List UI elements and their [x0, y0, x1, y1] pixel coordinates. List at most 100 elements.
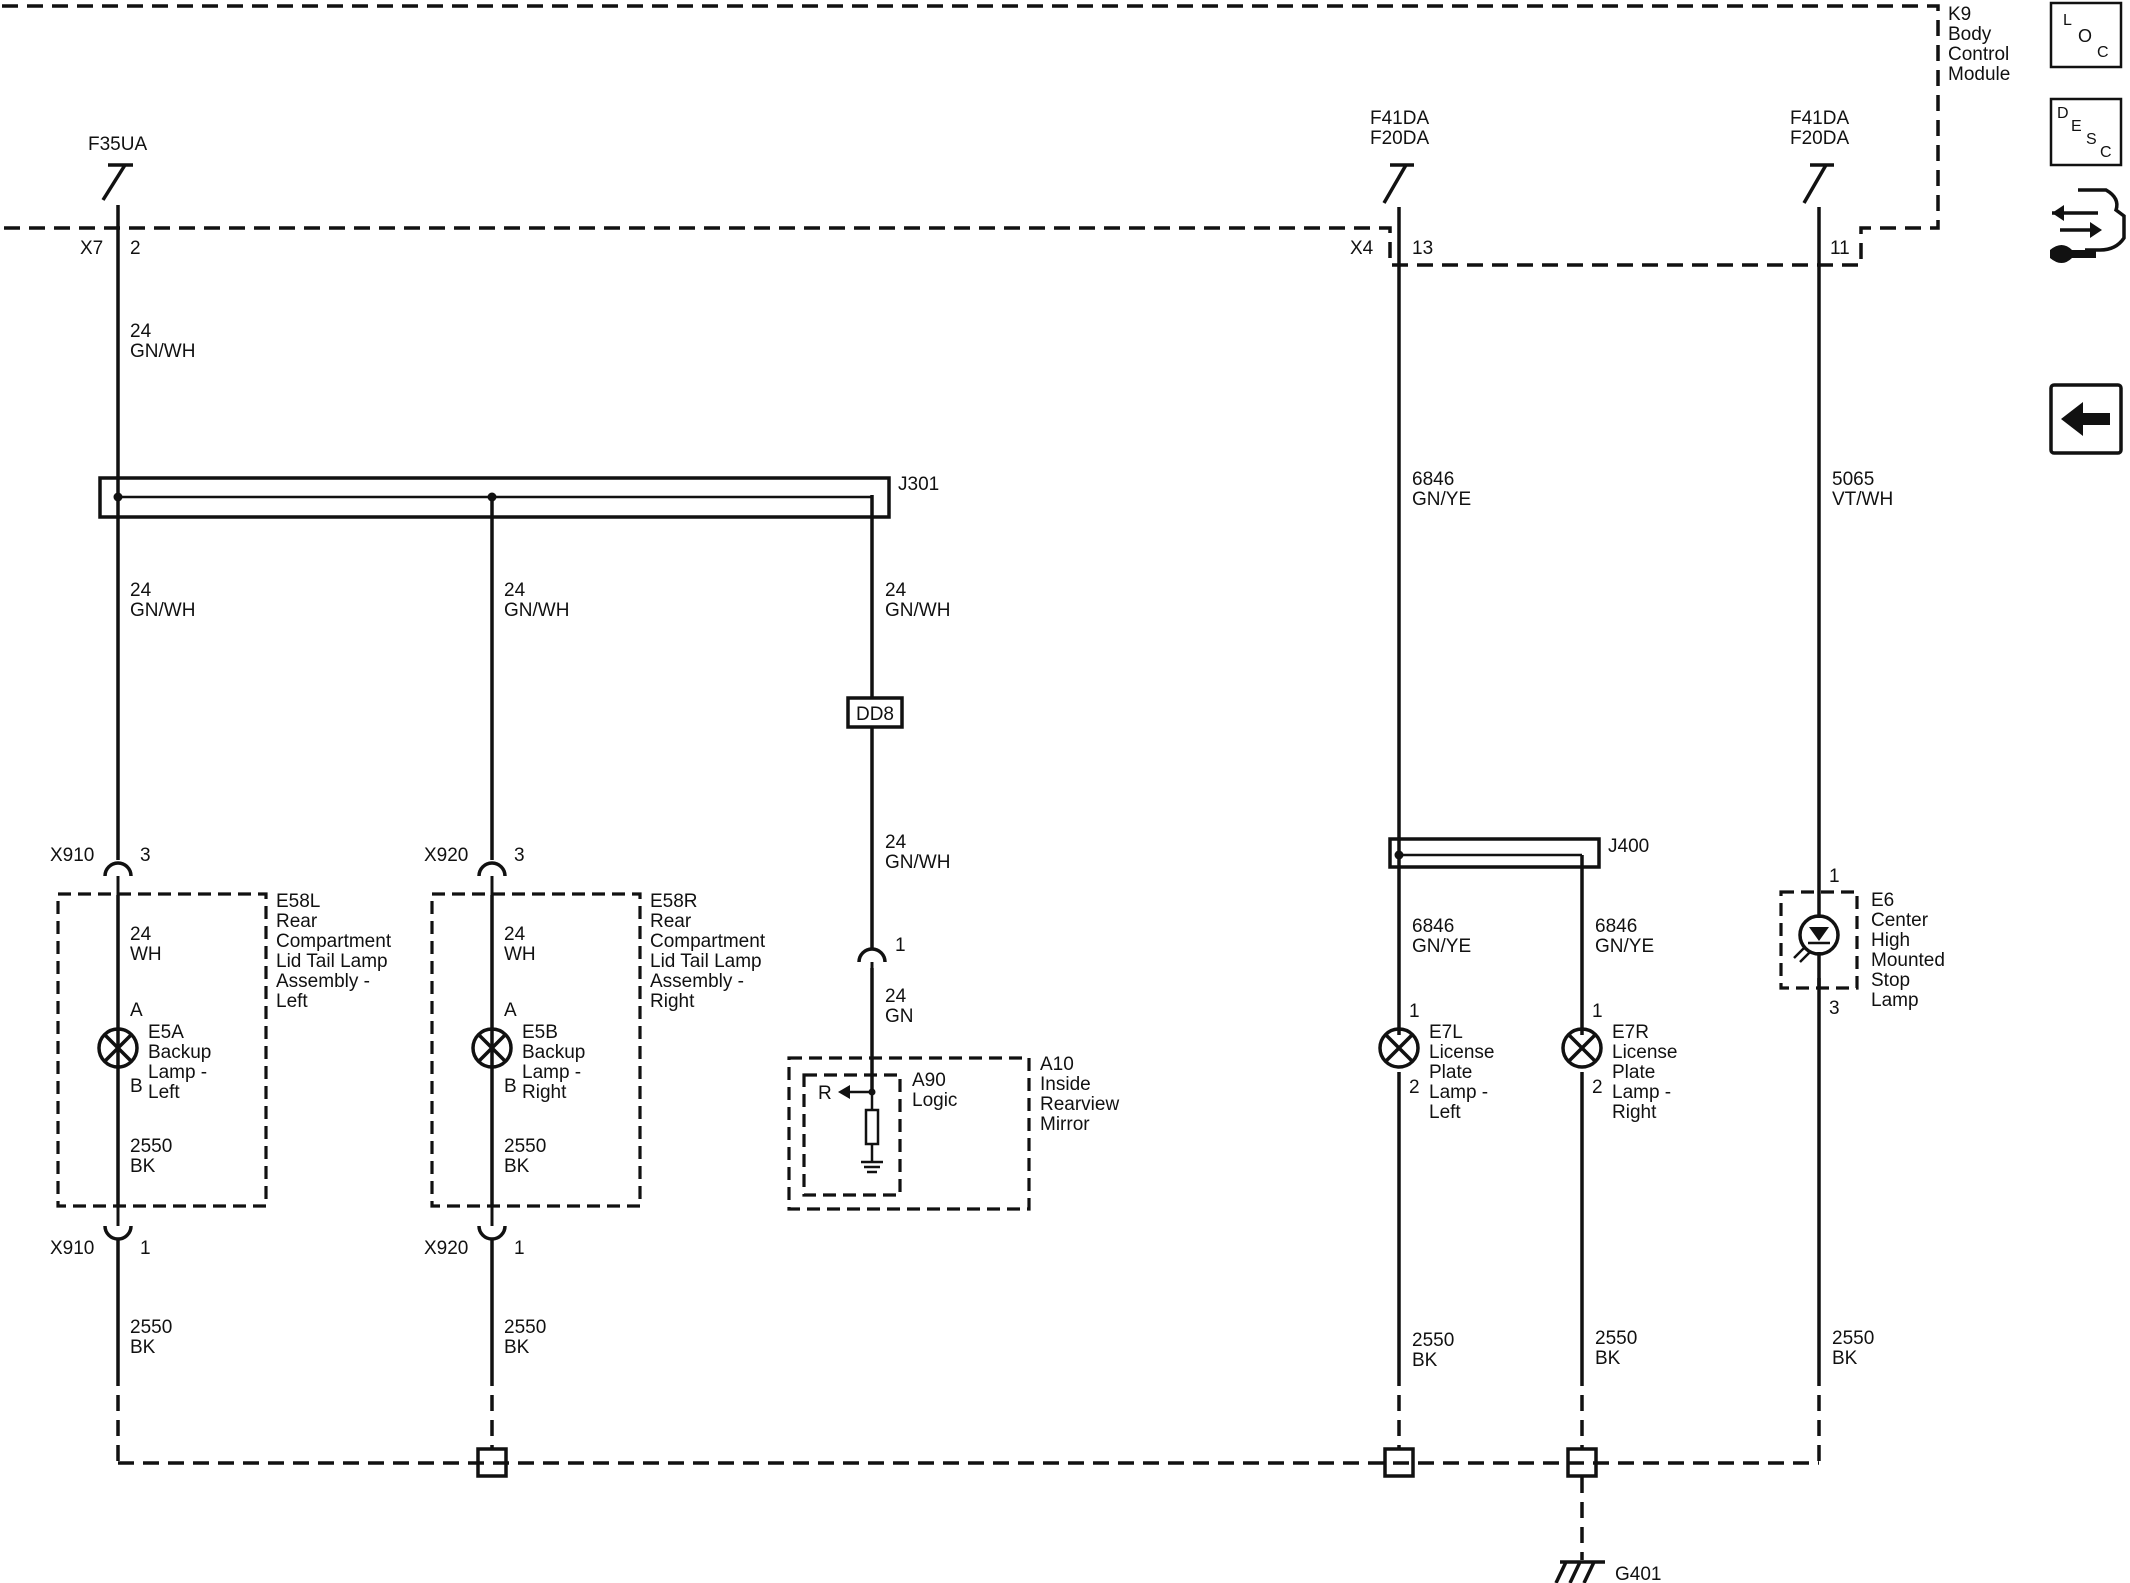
splice-label: J400 [1608, 836, 1649, 857]
inline-connector-label: DD8 [856, 704, 894, 725]
connector-pin: 3 [140, 845, 151, 866]
back-button[interactable] [2049, 383, 2123, 455]
pin-label: 2 [1592, 1077, 1603, 1098]
connector-name: X910 [50, 845, 94, 866]
splice-j400: J400 [1388, 836, 1649, 869]
description-letter: C [2100, 144, 2112, 161]
connector-x910-1: X910 1 [50, 1205, 151, 1259]
location-letter: L [2063, 12, 2072, 29]
connector-label: X4 [1350, 238, 1374, 259]
pin-label: 1 [1409, 1001, 1420, 1022]
description-letter: S [2086, 131, 2097, 148]
wire-runs [116, 205, 1821, 1370]
pin-label: 1 [1829, 866, 1840, 887]
connector-name: X920 [424, 1238, 468, 1259]
pin-label: 2 [130, 238, 141, 259]
ground-g401: G401 [1554, 1560, 1661, 1583]
connector-wrench-icon [2050, 188, 2126, 263]
connector-label: X7 [80, 238, 103, 259]
connector-a10-1: 1 [857, 935, 906, 980]
bcm-boundary [2, 4, 1940, 267]
description-letter: D [2057, 105, 2069, 122]
pin-label: B [504, 1076, 517, 1097]
connector-name: X910 [50, 1238, 94, 1259]
connector-view-button[interactable] [2050, 188, 2126, 263]
pin-label: 3 [1829, 998, 1840, 1019]
location-button[interactable]: L O C [2049, 1, 2123, 69]
bcm-name: K9 [1948, 4, 1971, 25]
connector-pin: 1 [514, 1238, 525, 1259]
location-letter: O [2078, 26, 2092, 46]
arrow-left-icon [2061, 402, 2110, 436]
pin-label: R [818, 1083, 832, 1104]
inline-connector-dd8: DD8 [846, 696, 904, 729]
led-icon [1809, 927, 1829, 941]
connector-x920-3: X920 3 [424, 845, 525, 895]
description-button[interactable]: D E S C [2049, 97, 2123, 167]
connector-pin: 3 [514, 845, 525, 866]
connector-name: X920 [424, 845, 468, 866]
pin-label: B [130, 1076, 143, 1097]
bcm-output-f35ua: F35UA X7 2 [80, 134, 147, 259]
bulb-e7l [1378, 1027, 1420, 1069]
pin-label: 13 [1412, 238, 1433, 259]
ground-label: G401 [1615, 1564, 1661, 1583]
bulb-e5b [471, 1027, 513, 1069]
connector-pin: 1 [895, 935, 906, 956]
circuit-label: F35UA [88, 134, 147, 155]
pin-label: 2 [1409, 1077, 1420, 1098]
pin-label: A [504, 1000, 517, 1021]
location-letter: C [2097, 44, 2109, 61]
pin-label: A [130, 1000, 143, 1021]
connector-x920-1: X920 1 [424, 1205, 525, 1259]
pin-label: 11 [1830, 238, 1850, 259]
ground-bus [116, 1370, 1821, 1560]
connector-x910-3: X910 3 [50, 845, 151, 895]
bulb-e7r [1561, 1027, 1603, 1069]
splice-j301: J301 [98, 474, 939, 519]
connector-pin: 1 [140, 1238, 151, 1259]
splice-label: J301 [898, 474, 939, 495]
description-letter: E [2071, 118, 2082, 135]
pin-label: 1 [1592, 1001, 1603, 1022]
